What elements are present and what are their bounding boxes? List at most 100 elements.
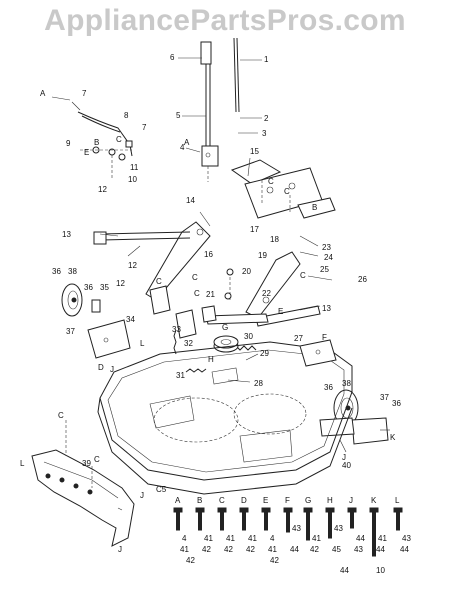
callout-9: 9	[66, 139, 71, 148]
callout-34: 34	[126, 315, 135, 324]
letter-c5: C	[156, 277, 162, 286]
letter-l2: L	[20, 459, 25, 468]
callout-19: 19	[258, 251, 267, 260]
callout-32: 32	[184, 339, 193, 348]
letter-c8: C	[58, 411, 64, 420]
letter-d: D	[98, 363, 104, 372]
bolt-shank	[176, 511, 180, 531]
hardware-letter: A	[175, 496, 181, 505]
hardware-row2-label: 43	[354, 545, 363, 554]
hardware-letter: E	[263, 496, 268, 505]
letter-j: J	[110, 365, 114, 374]
bolt-head	[283, 507, 293, 513]
callout-7b: 7	[142, 123, 147, 132]
callout-8: 8	[124, 111, 129, 120]
callout-22: 22	[262, 289, 271, 298]
hardware-letter: F	[285, 496, 290, 505]
callout-20: 20	[242, 267, 251, 276]
bolt-head	[217, 507, 227, 513]
callout-29: 29	[260, 349, 269, 358]
callout-6: 6	[170, 53, 175, 62]
callout-35: 35	[100, 283, 109, 292]
callout-13: 13	[62, 230, 71, 239]
hardware-row2-label: 42	[202, 545, 211, 554]
callout-25: 25	[320, 265, 329, 274]
hardware-letter: H	[327, 496, 333, 505]
callout-14: 14	[186, 196, 195, 205]
letter-b: B	[94, 138, 99, 147]
callout-33: 33	[172, 325, 181, 334]
callout-11: 11	[130, 163, 139, 172]
bolt-shank	[328, 511, 332, 539]
letter-j4: J	[342, 453, 346, 462]
callout-12c: 12	[116, 279, 125, 288]
bolt-head	[325, 507, 335, 513]
hardware-row1-label: 43	[334, 524, 343, 533]
callout-4: 4	[180, 143, 185, 152]
letter-a: A	[40, 89, 46, 98]
diagram-letter-callouts: A B C E A C C C C C C C C B E G H F D J …	[20, 89, 396, 554]
right-bracket-assembly	[230, 159, 336, 219]
letter-c3: C	[284, 187, 290, 196]
callout-36b: 36	[84, 283, 93, 292]
bolt-head	[393, 507, 403, 513]
hardware-row3-label: 10	[376, 566, 385, 575]
bolt-head	[173, 507, 183, 513]
hardware-row2-label: 41	[268, 545, 277, 554]
hardware-row1-label: 43	[292, 524, 301, 533]
letter-c6: C	[194, 289, 200, 298]
callout-31: 31	[176, 371, 185, 380]
hardware-row2-label: 44	[376, 545, 385, 554]
hardware-row2-label: 44	[400, 545, 409, 554]
bolt-shank	[396, 511, 400, 531]
callout-27: 27	[294, 334, 303, 343]
rear-lift-arm	[205, 251, 321, 327]
front-lift-arm	[93, 221, 211, 301]
bolt-head	[303, 507, 313, 513]
bolt-head	[369, 507, 379, 513]
callout-38: 38	[68, 267, 77, 276]
callout-39: 39	[82, 459, 91, 468]
letter-c7: C	[300, 271, 306, 280]
callout-16: 16	[204, 250, 213, 259]
bolt-head	[195, 507, 205, 513]
letter-f: F	[322, 333, 327, 342]
letter-b2: B	[312, 203, 317, 212]
callout-37: 37	[66, 327, 75, 336]
hardware-letter: L	[395, 496, 400, 505]
letter-c4: C	[192, 273, 198, 282]
hardware-row1-label: 41	[378, 534, 387, 543]
hardware-row2-label: 42	[246, 545, 255, 554]
callout-24: 24	[324, 253, 333, 262]
hardware-row1-label: 41	[312, 534, 321, 543]
hardware-row1-label: 4	[182, 534, 187, 543]
bolt-head	[347, 507, 357, 513]
upper-left-linkage	[71, 101, 133, 180]
letter-l: L	[140, 339, 145, 348]
callout-leader-lines	[51, 57, 390, 511]
hardware-row3-label: 42	[270, 556, 279, 565]
hardware-row1-label: 41	[226, 534, 235, 543]
hardware-row1-label: 41	[248, 534, 257, 543]
hardware-row2-label: 44	[290, 545, 299, 554]
letter-c2: C	[268, 177, 274, 186]
hardware-letter: D	[241, 496, 247, 505]
callout-23: 23	[322, 243, 331, 252]
bolt-shank	[198, 511, 202, 531]
callout-5: 5	[176, 111, 181, 120]
callout-36: 36	[52, 267, 61, 276]
callout-38b: 38	[342, 379, 351, 388]
bolt-shank	[286, 511, 290, 533]
letter-j3: J	[118, 545, 122, 554]
callout-37b: 37	[380, 393, 389, 402]
bolt-shank	[306, 511, 310, 541]
brackets-33-34	[87, 285, 217, 359]
hardware-row3-label: 42	[186, 556, 195, 565]
bolt-shank	[220, 511, 224, 531]
callout-18: 18	[270, 235, 279, 244]
callout-13b: 13	[322, 304, 331, 313]
hardware-letter: J	[349, 496, 353, 505]
letter-g: G	[222, 323, 228, 332]
hardware-row3-label: 44	[340, 566, 349, 575]
